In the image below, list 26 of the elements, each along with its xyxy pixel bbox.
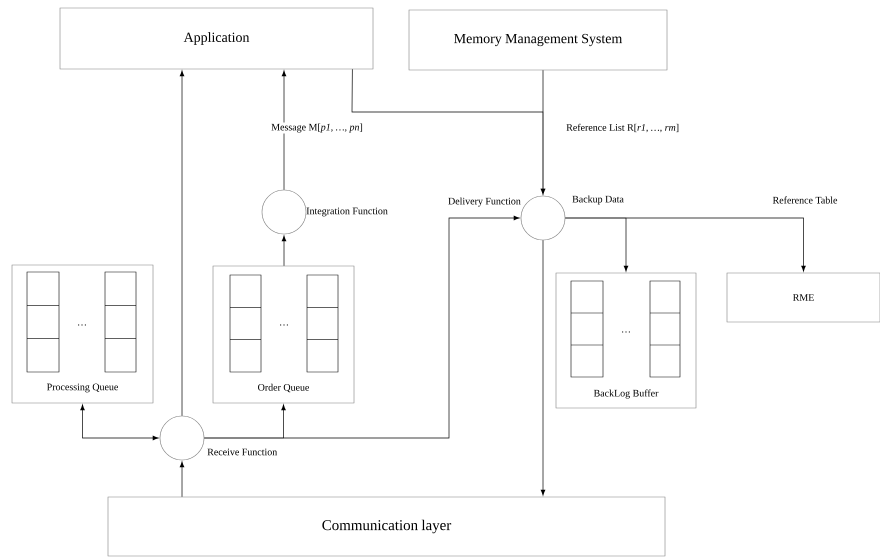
function-label: Receive Function	[208, 448, 278, 456]
arrow	[282, 235, 286, 266]
edge-label: Backup Data	[571, 194, 625, 206]
process-box: Memory Management System	[408, 10, 668, 70]
ellipsis-label: …	[280, 324, 288, 326]
process-box: Application	[60, 8, 374, 70]
arrow	[282, 70, 286, 190]
queue-label: Processing Queue	[46, 384, 118, 392]
arrow	[180, 461, 184, 498]
arrow	[540, 240, 546, 496]
arrow	[80, 404, 159, 440]
edge-label: Message M[p1, …, pn]	[270, 122, 364, 134]
queue-label: BackLog Buffer	[594, 389, 658, 399]
process-box: Communication layer	[108, 496, 666, 556]
arrow	[564, 218, 806, 272]
edge-label: Reference List R[r1, …, rm]	[565, 122, 680, 134]
ellipsis-label: …	[622, 331, 630, 333]
arrow	[352, 68, 546, 195]
function-label: Delivery Function	[448, 197, 521, 207]
edge-label: Reference Table	[772, 195, 838, 205]
queue-label: Order Queue	[258, 384, 310, 392]
process-box: RME	[726, 272, 880, 322]
function-label: Integration Function	[306, 208, 388, 216]
arrow	[204, 216, 520, 438]
ellipsis-label: …	[78, 324, 86, 326]
arrow	[180, 70, 184, 416]
